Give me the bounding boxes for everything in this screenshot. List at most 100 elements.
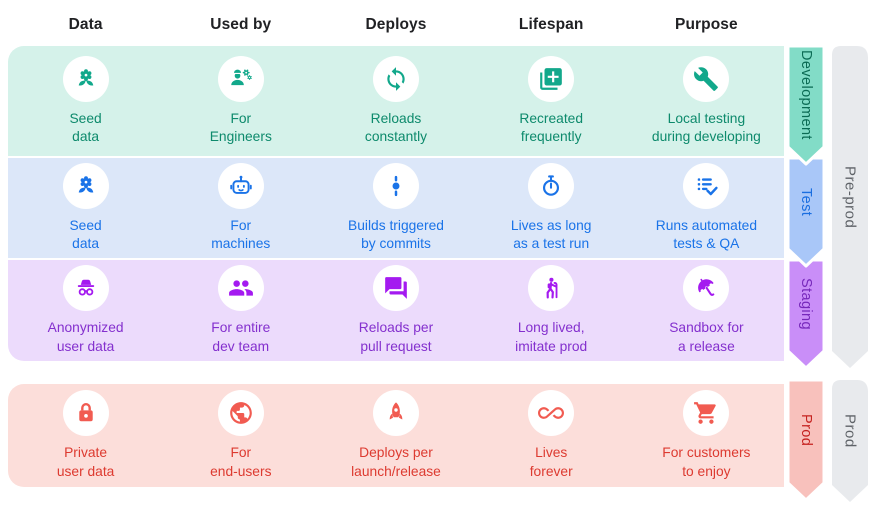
phase-ribbon-label: Prod xyxy=(841,414,859,448)
stage-ribbon-development: Development xyxy=(786,44,826,168)
umbrella-icon xyxy=(693,275,719,301)
sync-icon xyxy=(383,66,409,92)
cell-label-line: Engineers xyxy=(209,129,272,144)
globe-icon xyxy=(228,400,254,426)
ribbon-arrow-shape xyxy=(786,156,826,268)
cell-staging-lifespan: Long lived, imitate prod xyxy=(474,265,629,355)
cell-label-line: Recreated xyxy=(519,110,584,126)
cell-label: Local testing during developing xyxy=(652,110,761,146)
icon-badge xyxy=(217,390,264,437)
incognito-icon xyxy=(73,275,99,301)
cell-label-line: imitate prod xyxy=(515,338,588,354)
cell-staging-deploys: Reloads per pull request xyxy=(318,265,473,355)
cell-label-line: frequently xyxy=(520,129,582,144)
cell-label: Long lived, imitate prod xyxy=(515,319,587,355)
icon-badge xyxy=(62,390,109,437)
icon-badge xyxy=(217,55,264,102)
column-header-purpose: Purpose xyxy=(675,16,738,33)
cart-icon xyxy=(693,400,719,426)
cell-label-line: tests & QA xyxy=(673,236,740,251)
cell-label-line: Deploys per xyxy=(359,445,433,461)
icon-badge xyxy=(372,390,419,437)
cell-test-deploys: Builds triggered by commits xyxy=(318,162,473,253)
cell-label-line: Seed xyxy=(69,110,102,126)
cell-label: Builds triggered by commits xyxy=(348,217,444,253)
cell-label-line: Reloads per xyxy=(358,320,434,336)
ribbon-arrow-shape xyxy=(832,380,868,502)
cell-label-line: end-users xyxy=(210,463,272,479)
cell-label: Recreated frequently xyxy=(519,110,583,146)
icon-badge xyxy=(683,265,730,312)
cell-label-line: For xyxy=(230,445,252,461)
cell-label-line: user data xyxy=(56,463,115,479)
cell-label-line: Local testing xyxy=(667,110,746,126)
cell-label-line: as a test run xyxy=(513,236,590,251)
icon-badge xyxy=(62,265,109,312)
cell-label-line: Sandbox for xyxy=(669,320,744,336)
column-header-used-by: Used by xyxy=(210,16,272,33)
ribbon-arrow-shape xyxy=(786,44,826,166)
team-icon xyxy=(228,275,254,301)
icon-badge xyxy=(528,265,575,312)
stopwatch-icon xyxy=(538,173,564,199)
cell-label-line: Lives xyxy=(535,445,568,461)
ribbon-arrow-shape xyxy=(786,378,826,502)
cell-label-line: For xyxy=(230,110,252,126)
column-header-data: Data xyxy=(68,16,103,33)
column-header-lifespan: Lifespan xyxy=(518,16,584,33)
cell-development-data: Seed data xyxy=(8,55,163,146)
stage-ribbon-label: Prod xyxy=(798,413,814,447)
cell-label-line: Long lived, xyxy=(517,320,585,336)
cell-prod-used-by: For end-users xyxy=(163,390,318,480)
cell-label-line: by commits xyxy=(361,236,431,251)
cell-label-line: during developing xyxy=(651,129,761,144)
icon-badge xyxy=(683,55,730,102)
icon-badge xyxy=(372,55,419,102)
stage-ribbon-label: Development xyxy=(798,50,814,140)
cell-label-line: to enjoy xyxy=(682,463,731,479)
icon-badge xyxy=(528,390,575,437)
stage-ribbon-test: Test xyxy=(786,156,826,270)
stage-ribbon-label: Staging xyxy=(798,278,814,330)
icon-badge xyxy=(683,162,730,209)
library-add-icon xyxy=(538,66,564,92)
phase-ribbon-prod: Prod xyxy=(830,378,870,506)
robot-icon xyxy=(228,173,254,199)
icon-badge xyxy=(528,162,575,209)
stage-ribbon-label: Test xyxy=(798,187,814,217)
engineer-icon xyxy=(228,66,254,92)
cell-label-line: machines xyxy=(211,236,271,251)
wrench-icon xyxy=(693,66,719,92)
cell-label-line: Builds triggered xyxy=(348,217,444,233)
ribbon-arrow-shape xyxy=(786,258,826,370)
cell-label-line: data xyxy=(72,129,100,144)
cell-label-line: a release xyxy=(678,338,735,354)
icon-badge xyxy=(62,162,109,209)
checklist-icon xyxy=(693,173,719,199)
stage-ribbon-prod: Prod xyxy=(786,378,826,504)
cell-label-line: pull request xyxy=(360,338,432,354)
